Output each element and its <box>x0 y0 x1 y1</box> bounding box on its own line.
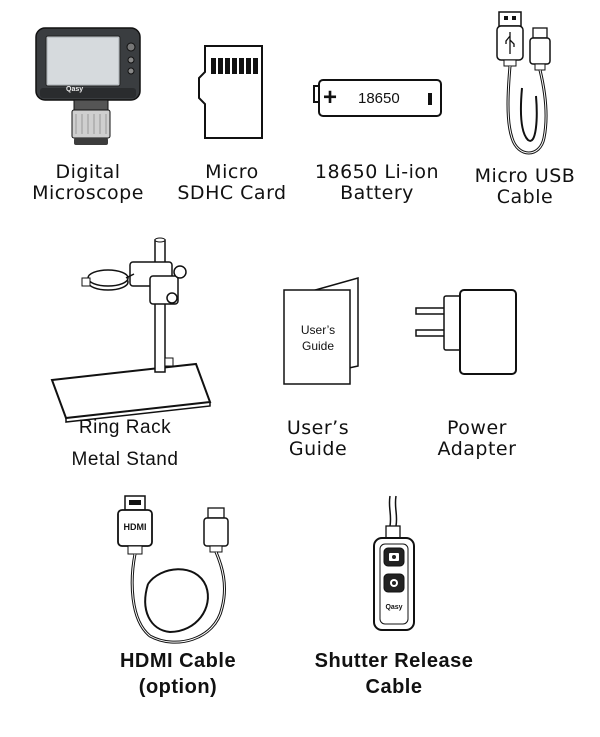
power-adapter-caption: Power Adapter <box>437 417 517 460</box>
battery-plus-symbol: + <box>323 84 338 111</box>
users-guide-cover-text: User’s Guide <box>300 323 336 353</box>
hdmi-plug-label: HDMI <box>123 522 147 532</box>
power-adapter-icon <box>415 289 517 375</box>
microscope-brand-label: Qasy <box>66 86 84 93</box>
hdmi-cable-caption: HDMI Cable (option) <box>119 650 237 698</box>
micro-usb-cable-illustration <box>496 11 551 155</box>
shutter-release-remote-illustration <box>373 495 415 631</box>
metal-stand-illustration <box>50 237 212 423</box>
remote-brand-label: Qasy <box>385 604 403 611</box>
metal-stand-caption: Ring Rack Metal Stand <box>71 417 179 470</box>
micro-sdhc-card-caption: Micro SDHC Card <box>177 161 287 204</box>
micro-usb-cable-caption: Micro USB Cable <box>474 165 576 208</box>
battery-icon <box>313 79 442 117</box>
battery-caption: 18650 Li-ion Battery <box>314 161 440 204</box>
hdmi-cable-illustration <box>117 495 229 644</box>
battery-label: 18650 <box>358 90 400 107</box>
sd-card-icon <box>198 45 263 139</box>
users-guide-booklet-icon <box>283 277 359 385</box>
digital-microscope-illustration <box>35 27 141 145</box>
users-guide-caption: User’s Guide <box>286 417 350 460</box>
shutter-release-cable-caption: Shutter Release Cable <box>314 650 474 698</box>
digital-microscope-caption: Digital Microscope <box>32 161 144 204</box>
